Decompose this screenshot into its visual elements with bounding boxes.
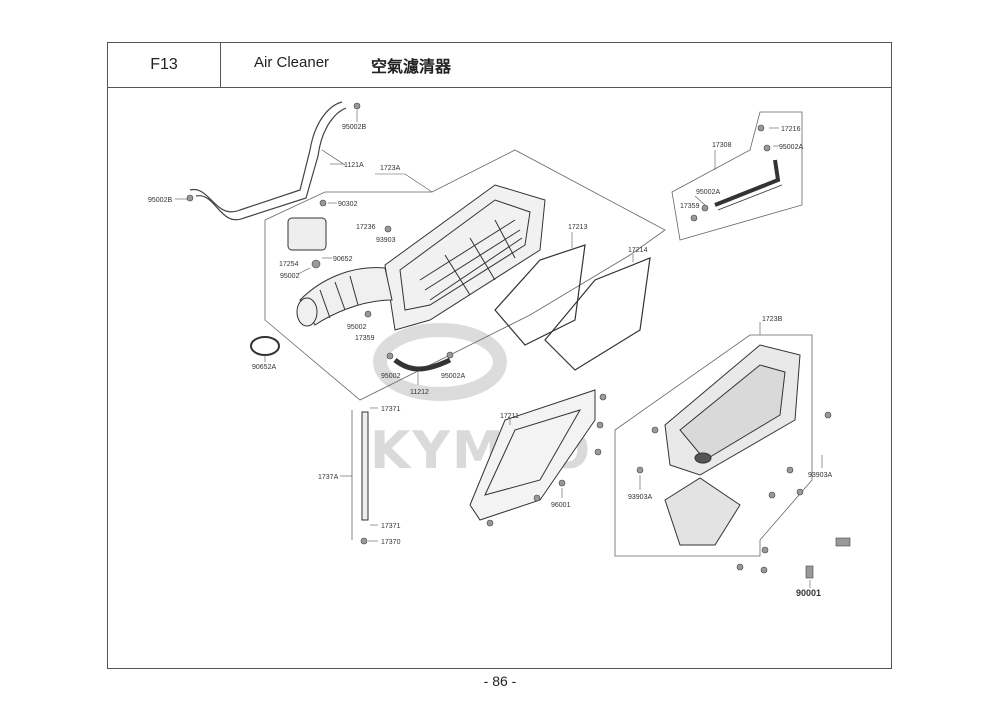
cover-17254	[287, 217, 327, 251]
section-code: F13	[108, 43, 221, 87]
part-label: 95002	[381, 373, 401, 380]
case-body-1723a	[384, 184, 546, 331]
leader-lines	[175, 110, 823, 588]
part-label: 1723B	[762, 316, 783, 323]
lower-case-boundary	[614, 334, 813, 557]
part-label: 1737A	[318, 474, 339, 481]
part-label: 17359	[680, 203, 700, 210]
drain-hose-11212	[393, 357, 452, 372]
part-label: 11212	[410, 389, 429, 396]
part-label: 93903	[376, 237, 396, 244]
part-label: 17254	[279, 261, 299, 268]
part-label: 90302	[338, 201, 358, 208]
title-english: Air Cleaner	[254, 54, 330, 71]
clamp-90652a	[250, 336, 280, 356]
part-label: 17371	[381, 523, 401, 530]
part-label: 17359	[355, 335, 375, 342]
part-label: 17211	[500, 413, 519, 420]
part-label: 95002B	[342, 124, 366, 131]
case-cover-1723b	[664, 344, 801, 476]
duct-cover	[664, 477, 741, 546]
tube-1737a	[351, 410, 369, 540]
part-label: 90652A	[252, 364, 276, 371]
part-label: 17214	[628, 247, 648, 254]
part-label: 96001	[551, 502, 571, 509]
part-label: 17308	[712, 142, 732, 149]
part-label: 90652	[333, 256, 353, 263]
breather-hose-17308	[671, 111, 803, 241]
part-label: 17371	[381, 406, 401, 413]
part-label: 17216	[781, 126, 801, 133]
breather-hose	[189, 101, 347, 221]
part-label: 95002A	[779, 144, 803, 151]
part-label: 95002A	[441, 373, 465, 380]
intake-duct	[296, 267, 393, 327]
part-label: 95002	[280, 273, 300, 280]
gasket-17213	[494, 244, 586, 346]
part-label: 95002A	[696, 189, 720, 196]
part-label: 17236	[356, 224, 376, 231]
page-number: - 86 -	[483, 673, 517, 689]
part-label: 95002	[347, 324, 367, 331]
element-17211	[469, 389, 596, 521]
part-label: 1723A	[380, 165, 401, 172]
part-labels: 95002B 1121A 95002B 1723A 90302 17308 17…	[148, 124, 832, 598]
part-label: 17213	[568, 224, 588, 231]
part-label: 1121A	[344, 162, 364, 169]
part-label: 95002B	[148, 197, 172, 204]
part-label: 90001	[796, 588, 821, 598]
part-label: 93903A	[628, 494, 652, 501]
part-label: 93903A	[808, 472, 832, 479]
gasket-17214	[544, 257, 651, 371]
title-chinese: 空氣濾清器	[371, 59, 452, 76]
diagram-frame: F13 Air Cleaner 空氣濾清器	[107, 42, 892, 669]
fasteners	[186, 102, 851, 579]
part-label: 17370	[381, 539, 401, 546]
header-row: F13 Air Cleaner 空氣濾清器	[108, 43, 891, 88]
